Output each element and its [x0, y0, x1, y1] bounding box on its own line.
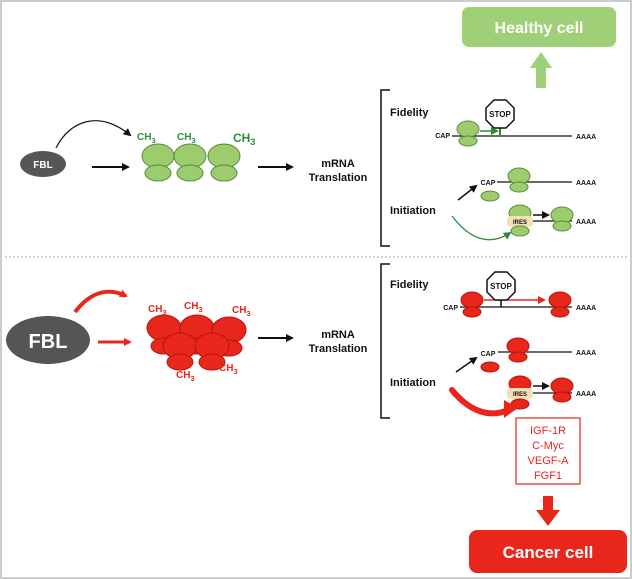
- stop-label: STOP: [489, 110, 511, 119]
- process-label-mrna: mRNA: [321, 158, 355, 170]
- ch3-label: CH3: [148, 304, 167, 317]
- fbl-label: FBL: [29, 331, 68, 353]
- ribosome-small-subunit: [462, 306, 482, 318]
- initiation-arrow: [455, 356, 478, 373]
- target-gene: VEGF-A: [528, 455, 570, 467]
- ribosome-small-subunit: [198, 353, 226, 371]
- ires-initiation: AAAA IRES: [449, 375, 596, 418]
- stop-label: STOP: [490, 282, 512, 291]
- target-gene: IGF-1R: [530, 425, 566, 437]
- fidelity-label: Fidelity: [390, 107, 429, 119]
- bracket: [380, 263, 390, 419]
- ribosome-small-subunit: [550, 306, 570, 318]
- healthy-cell-outcome: Healthy cell: [462, 7, 616, 88]
- process-label-translation: Translation: [309, 172, 368, 184]
- cancer-cell-outcome: Cancer cell: [469, 530, 627, 573]
- cancer-cell-box: [469, 530, 627, 573]
- fidelity-mrna: CAP AAAA STOP: [443, 271, 596, 318]
- ires-element: [507, 388, 533, 399]
- ribosome-large-subunit: [456, 120, 480, 138]
- fbl-label: FBL: [33, 160, 52, 171]
- ribosome-large-subunit: [141, 143, 175, 169]
- initiation-arrow: [457, 184, 478, 201]
- ch3-label: CH3: [233, 131, 255, 147]
- ribosome-small-subunit: [510, 225, 530, 237]
- ires-label: IRES: [513, 392, 527, 398]
- top-section: FBL CH3 CH3 CH3 mRNA Translation Fidelit…: [20, 89, 596, 247]
- polya-label: AAAA: [576, 391, 596, 398]
- ires-initiation: AAAA IRES: [451, 204, 596, 241]
- ribosome-small-subunit: [210, 164, 238, 182]
- ribosome-small-subunit: [480, 190, 500, 202]
- ch3-label: CH3: [219, 363, 238, 376]
- cap-label: CAP: [481, 351, 496, 358]
- ribosome-large-subunit: [548, 291, 572, 309]
- cap-label: CAP: [435, 133, 450, 140]
- ires-element: [507, 216, 533, 227]
- ribosome-small-subunit: [552, 220, 572, 232]
- ires-label: IRES: [513, 220, 527, 226]
- cap-dependent-initiation: CAP AAAA: [457, 167, 596, 202]
- ch3-label: CH3: [176, 370, 195, 383]
- ch3-label: CH3: [232, 305, 251, 318]
- ribosome-small-subunit: [552, 391, 572, 403]
- cap-label: CAP: [443, 305, 458, 312]
- healthy-cell-label: Healthy cell: [495, 20, 584, 37]
- ires-recruitment-arrow: [451, 215, 512, 241]
- ribosome-small-subunit: [508, 351, 528, 363]
- ires-recruitment-arrowhead: [504, 400, 518, 418]
- process-label-translation: Translation: [309, 343, 368, 355]
- ribosome-large-subunit: [207, 143, 241, 169]
- initiation-label: Initiation: [390, 205, 436, 217]
- ribosome-small-subunit: [480, 361, 500, 373]
- target-gene: C-Myc: [532, 440, 564, 452]
- polya-label: AAAA: [576, 305, 596, 312]
- healthy-up-arrow: [530, 52, 552, 88]
- fbl-node-small: [20, 151, 66, 177]
- polya-label: AAAA: [576, 180, 596, 187]
- ribosome-small-subunit: [166, 353, 194, 371]
- stop-sign: [485, 99, 515, 129]
- methylated-ribosomes-green: [141, 143, 241, 182]
- polya-label: AAAA: [576, 134, 596, 141]
- ribosome-small-subunit: [176, 164, 204, 182]
- stop-sign: [486, 271, 516, 301]
- ch3-label: CH3: [177, 132, 196, 145]
- process-label-mrna: mRNA: [321, 329, 355, 341]
- polya-label: AAAA: [576, 350, 596, 357]
- ribosome-small-subunit: [144, 164, 172, 182]
- ires-recruitment-arrow: [449, 387, 511, 417]
- cancer-down-arrow: [536, 496, 560, 526]
- cap-label: CAP: [481, 180, 496, 187]
- initiation-label: Initiation: [390, 377, 436, 389]
- ch3-label: CH3: [184, 301, 203, 314]
- healthy-cell-box: [462, 7, 616, 47]
- polya-label: AAAA: [576, 219, 596, 226]
- target-gene: FGF1: [534, 470, 562, 482]
- ribosome-large-subunit: [173, 143, 207, 169]
- fbl-node-large: [6, 316, 90, 364]
- methylated-ribosomes-red: [146, 314, 247, 371]
- fidelity-mrna: CAP AAAA STOP: [435, 99, 596, 147]
- ch3-label: CH3: [137, 132, 156, 145]
- cancer-cell-label: Cancer cell: [503, 543, 594, 562]
- methylation-arrow: [55, 120, 132, 149]
- bottom-section: FBL CH3 CH3 CH3 CH3 CH3 mRNA Translation: [6, 263, 596, 526]
- ribosome-small-subunit: [509, 181, 529, 193]
- cap-dependent-initiation: CAP AAAA: [455, 337, 596, 373]
- fidelity-label: Fidelity: [390, 279, 429, 291]
- ribosome-small-subunit: [458, 135, 478, 147]
- methylation-arrow: [73, 289, 128, 314]
- ribosome-large-subunit: [460, 291, 484, 309]
- bracket: [380, 89, 390, 247]
- target-genes-box: [515, 417, 581, 485]
